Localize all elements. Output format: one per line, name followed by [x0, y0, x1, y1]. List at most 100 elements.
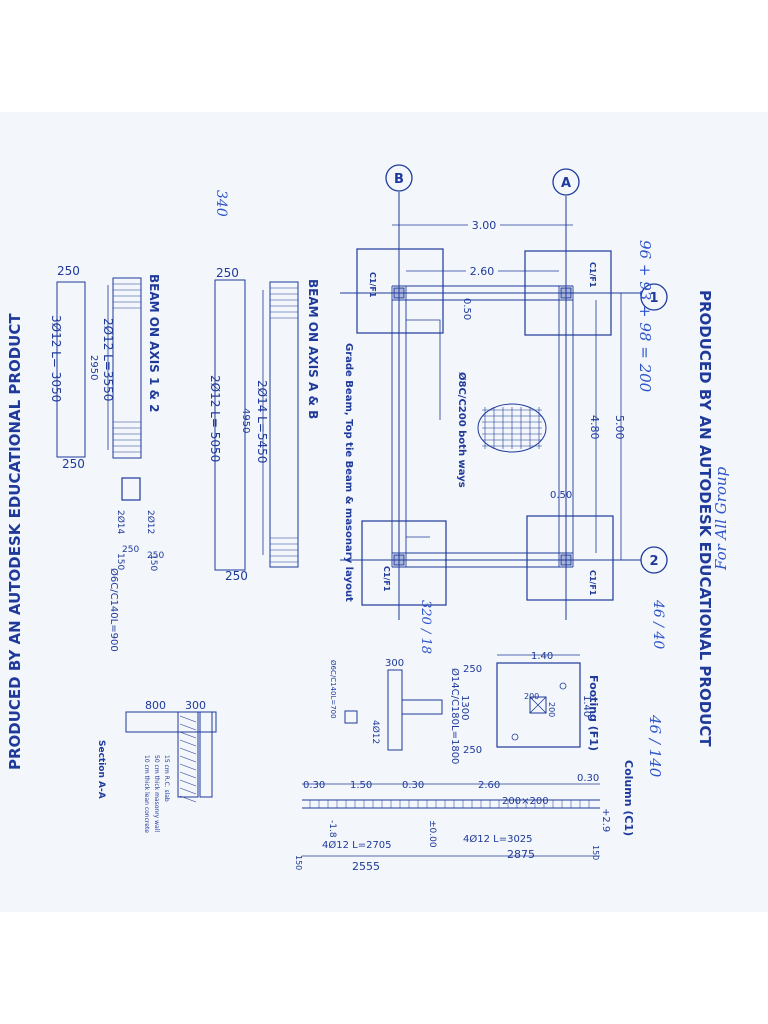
beam-12-bar-bottom: 3Ø12 L= 3050 [49, 315, 63, 402]
hatch-line [179, 779, 197, 787]
dim-bg [466, 264, 498, 276]
bar-hook [559, 682, 567, 690]
footing-outline [356, 248, 444, 334]
beam-axis-ab: BEAM ON AXIS A & B 2Ø14 L=5450 4950 2Ø12… [208, 266, 320, 583]
hand-note-4: 46 / 40 [650, 599, 666, 649]
watermark-right: PRODUCED BY AN AUTODESK EDUCATIONAL PROD… [696, 290, 714, 747]
hatch-line [179, 771, 197, 779]
beam-section [121, 477, 141, 501]
section-title: Section A-A [96, 740, 106, 799]
bar-bend-shape [56, 281, 86, 458]
column-square [560, 554, 572, 566]
footing-label: C1/F1 [368, 272, 377, 298]
column-square [393, 554, 405, 566]
footing-dim-w: 1.40 [531, 651, 553, 662]
footing-label: C1/F1 [382, 566, 391, 592]
beam-12-sec-top: 2Ø12 [145, 510, 156, 534]
column-square [393, 287, 405, 299]
footing-outline [524, 250, 612, 336]
bar-bend-shape [214, 279, 246, 571]
section-d-800: 800 [145, 699, 166, 712]
beam-12-stirrup: Ø6C/C140L=900 [108, 568, 120, 652]
footing-bars: Ø14C/C180L=1800 [449, 668, 461, 764]
footing-dim-h: 1.40 [581, 695, 592, 717]
column-d-150: 1.50 [350, 780, 372, 791]
hand-note-5: 46 / 140 [646, 714, 664, 778]
column-lvl-bottom: -1.8 [327, 820, 337, 838]
foundation-plan: B A 1 2 [340, 164, 668, 620]
hatch-line [179, 739, 197, 747]
mini-section [344, 710, 358, 724]
column-d-030-b: 0.30 [402, 780, 424, 791]
paper [0, 112, 768, 912]
column-lvl-top: +2.9 [600, 808, 611, 832]
section-note-1: 15 cm R.C. slab [163, 755, 170, 802]
hatch-line [179, 723, 197, 731]
top-margin [0, 0, 768, 112]
section-note-3: 10 cm thick lean concrete [143, 755, 150, 833]
beam-12-sec-h: 150 [148, 554, 158, 571]
stirrup-lines [113, 283, 141, 453]
dim-3-00: 3.00 [472, 219, 497, 232]
footing-section [387, 669, 403, 751]
axis-bubble-1 [640, 283, 668, 311]
beam-ab-title: BEAM ON AXIS A & B [306, 279, 320, 419]
dim-bg [468, 218, 500, 230]
beam-12-sec-d2: 150 [115, 553, 125, 570]
masonry-hatch [179, 715, 197, 803]
beam-12-sec-bottom: 2Ø14 [115, 510, 126, 535]
column-detail: Column (C1) 0.30 1.50 0.30 2.60 0.30 200… [294, 760, 635, 873]
footing-col-200a: 200 [524, 692, 539, 701]
column-end-b: 150 [591, 845, 600, 860]
column-d-030-a: 0.30 [303, 780, 325, 791]
beam-ab-250-bottom: 250 [225, 569, 248, 583]
footing-sec-300: 300 [385, 658, 404, 669]
lean-concrete [199, 711, 213, 798]
section-aa: 800 300 15 cm R.C. slab 50 cm thick maso… [96, 699, 217, 833]
beam-elevation [112, 277, 142, 459]
footing-outline [526, 515, 614, 601]
hatch-line [179, 763, 197, 771]
footing-sec-stirrup: Ø6C/C140L=700 [329, 660, 337, 719]
bar-hook [511, 733, 519, 741]
dim-5-00: 5.00 [613, 415, 626, 440]
footing-sec-bar: 4Ø12 [370, 720, 381, 744]
dim-2-60: 2.60 [470, 265, 495, 278]
stirrup-lines [309, 800, 590, 808]
dim-0-50-top: 0.50 [461, 298, 472, 320]
axis-label-2: 2 [649, 554, 658, 569]
beam-axis-12: BEAM ON AXIS 1 & 2 2Ø12 L=3550 2950 3Ø12… [49, 264, 164, 652]
column-d-260: 2.60 [478, 780, 500, 791]
footing-title: Footing (F1) [587, 675, 600, 751]
footing-detail: Footing (F1) 1.40 1.40 200 200 250 1300 … [329, 651, 600, 764]
column-hatch [529, 696, 547, 714]
column-bar-a: 4Ø12 L=2705 [322, 839, 392, 851]
footing-label: C1/F1 [588, 262, 597, 288]
beam-elevation [269, 281, 299, 568]
dim-0-50-bottom: 0.50 [550, 490, 572, 501]
beam-12-250-top: 250 [57, 264, 80, 278]
hand-note-1: For All Group [712, 466, 730, 571]
mesh-ellipse [477, 403, 547, 453]
section-d-300: 300 [185, 699, 206, 712]
hatch-line [179, 787, 197, 795]
beam-12-title: BEAM ON AXIS 1 & 2 [147, 274, 161, 413]
column-title: Column (C1) [622, 760, 635, 836]
axis-bubble-b [385, 164, 413, 192]
axis-label-1: 1 [649, 291, 658, 306]
slab [125, 711, 217, 733]
layout-leader [406, 319, 441, 420]
footing-plan [496, 662, 581, 748]
hatch-line [179, 755, 197, 763]
column-len-a: 2555 [352, 860, 380, 873]
column-end-a: 150 [294, 855, 303, 870]
footing-label: C1/F1 [588, 570, 597, 596]
footing-outline [361, 520, 447, 606]
column-bar-b: 4Ø12 L=3025 [463, 833, 533, 845]
column-lvl-zero: ±0.00 [427, 820, 437, 848]
watermark-left: PRODUCED BY AN AUTODESK EDUCATIONAL PROD… [6, 313, 24, 770]
stirrup-lines [270, 287, 298, 563]
section-note-2: 50 cm thick masonry wall [153, 755, 160, 832]
mesh-note: Ø8C/C200 both ways [456, 372, 468, 488]
